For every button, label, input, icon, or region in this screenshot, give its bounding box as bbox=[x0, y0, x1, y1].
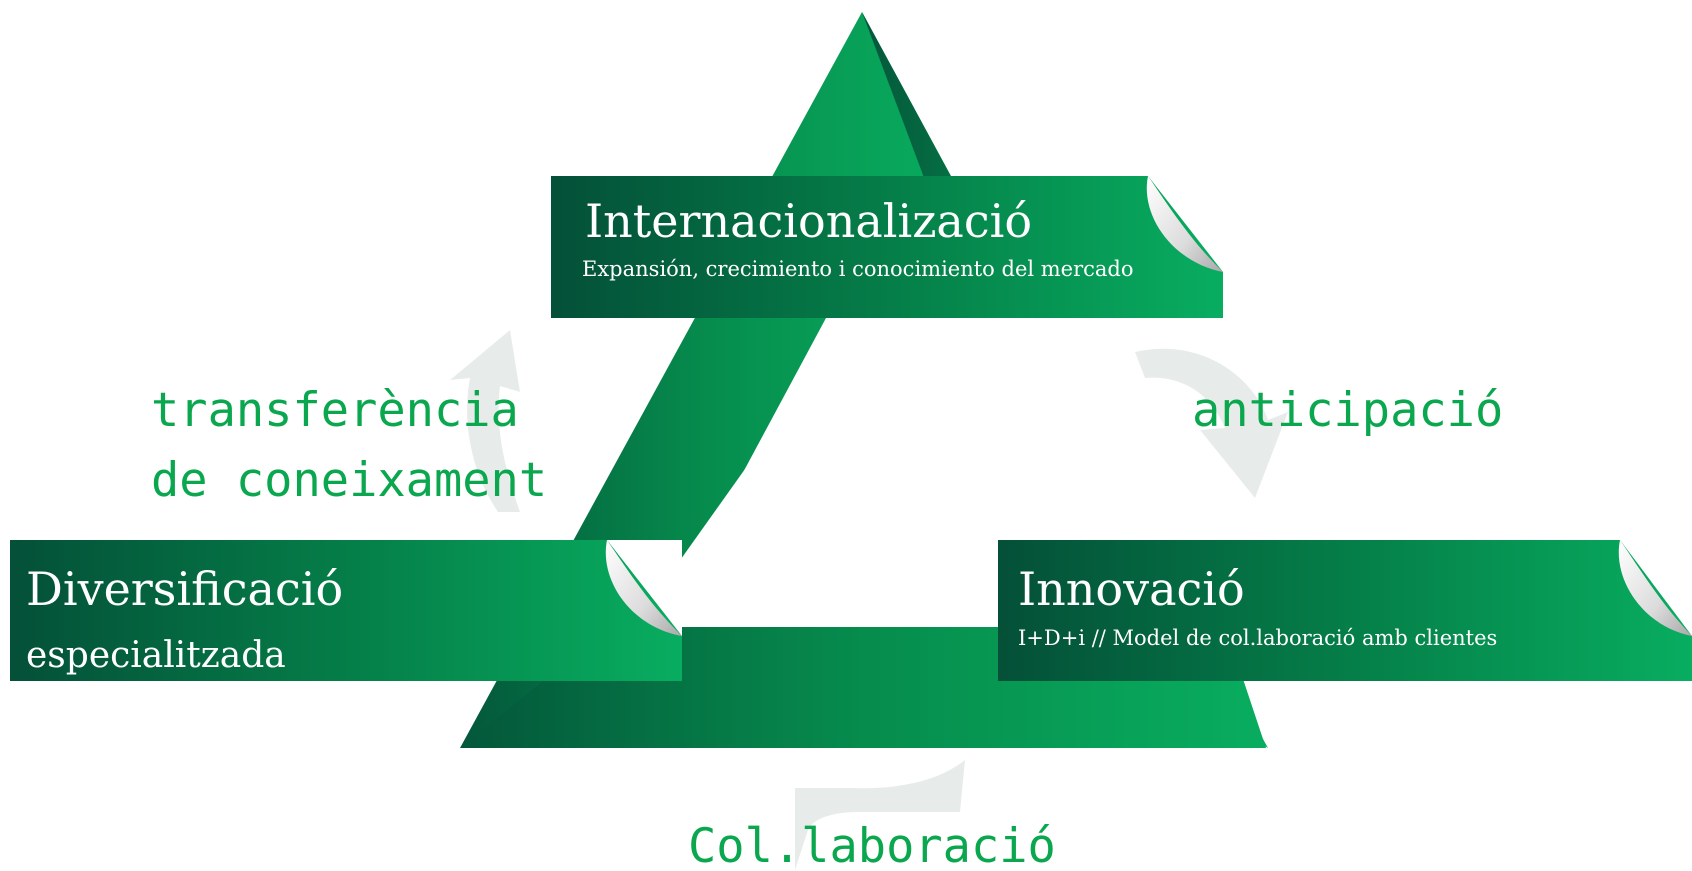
curved-arrow-down-icon bbox=[1135, 348, 1288, 498]
page-curl-icon bbox=[1148, 176, 1223, 272]
page-curl-icon bbox=[607, 540, 682, 636]
banner-title: Innovació bbox=[1018, 562, 1245, 616]
banner-internacionalitzacio: Internacionalizació Expansión, crecimien… bbox=[551, 176, 1223, 318]
page-curl-fold bbox=[1618, 540, 1692, 636]
banner-subtitle: I+D+i // Model de col.laboració amb clie… bbox=[1018, 626, 1497, 650]
banner-body bbox=[551, 176, 1223, 318]
curved-arrow-left-icon bbox=[795, 760, 965, 870]
banner-innovacio: Innovació I+D+i // Model de col.laboraci… bbox=[998, 540, 1692, 681]
page-curl-fold bbox=[1146, 176, 1223, 272]
banner-subtitle: Expansión, crecimiento i conocimiento de… bbox=[582, 257, 1134, 281]
page-curl-fold bbox=[605, 540, 682, 636]
label-transferencia: transferència bbox=[151, 383, 519, 438]
banner-diversificacio: Diversificació especialitzada bbox=[10, 540, 682, 681]
banner-subtitle: especialitzada bbox=[26, 635, 286, 676]
curved-arrow-up-icon bbox=[450, 330, 520, 512]
label-de-coneixament: de coneixament bbox=[151, 453, 547, 508]
banner-title: Internacionalizació bbox=[585, 194, 1032, 248]
banner-body bbox=[10, 540, 682, 681]
banner-body bbox=[998, 540, 1692, 681]
banner-title: Diversificació bbox=[26, 562, 343, 616]
label-collaboracio: Col.laboració bbox=[688, 819, 1056, 871]
label-anticipacio: anticipació bbox=[1192, 383, 1503, 438]
page-curl-icon bbox=[1620, 540, 1692, 636]
